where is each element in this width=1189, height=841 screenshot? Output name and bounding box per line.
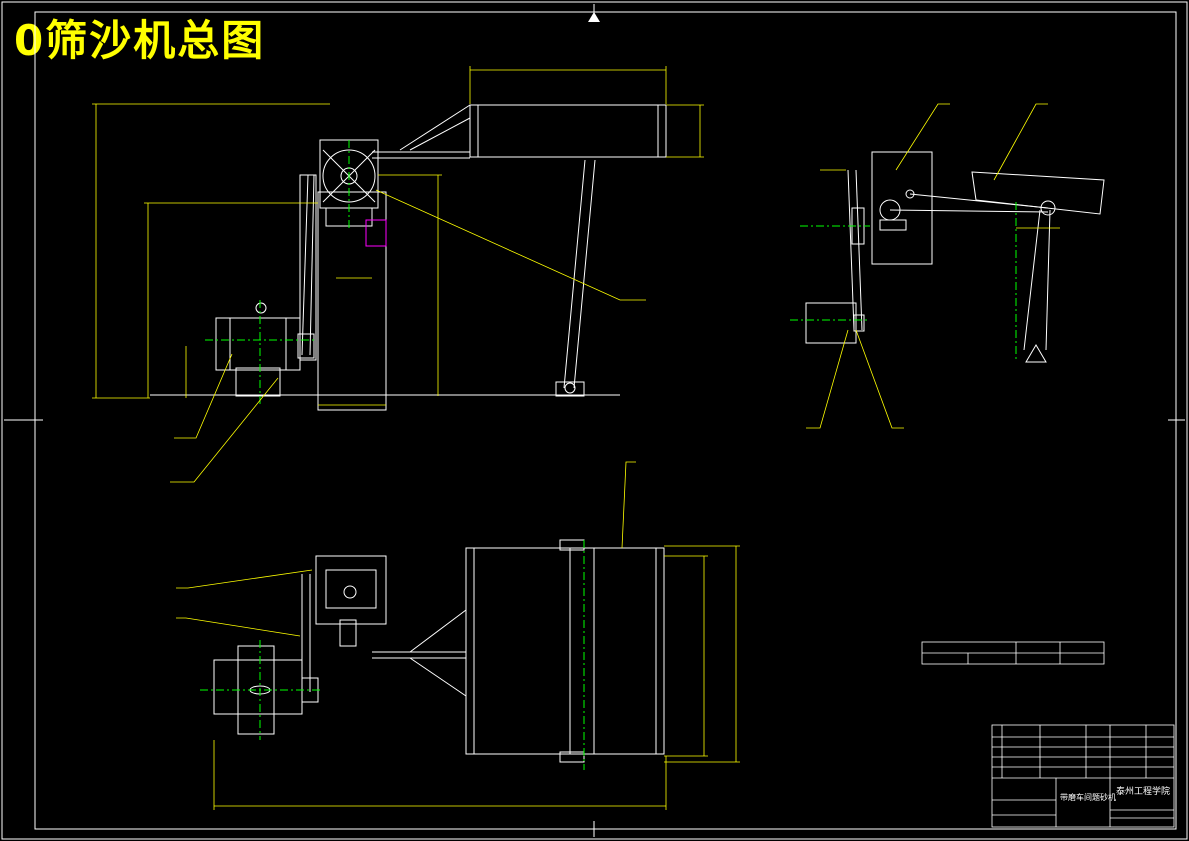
side-view — [790, 151, 1105, 363]
side-view-leaders — [806, 103, 1060, 429]
gearbox-wheel — [322, 149, 376, 203]
plan-view — [200, 539, 665, 770]
drawing-title: 0筛沙机总图 — [14, 16, 266, 65]
motor-body — [215, 317, 301, 371]
front-view-dimensions — [92, 66, 704, 483]
front-view — [150, 104, 667, 411]
title-block-drawing-name: 带磨车间题砂机 — [1060, 792, 1116, 802]
plan-view-dimensions — [176, 461, 740, 810]
title-block — [991, 724, 1175, 828]
title-block-school: 泰州工程学院 — [1116, 785, 1170, 797]
spec-table — [921, 641, 1105, 665]
